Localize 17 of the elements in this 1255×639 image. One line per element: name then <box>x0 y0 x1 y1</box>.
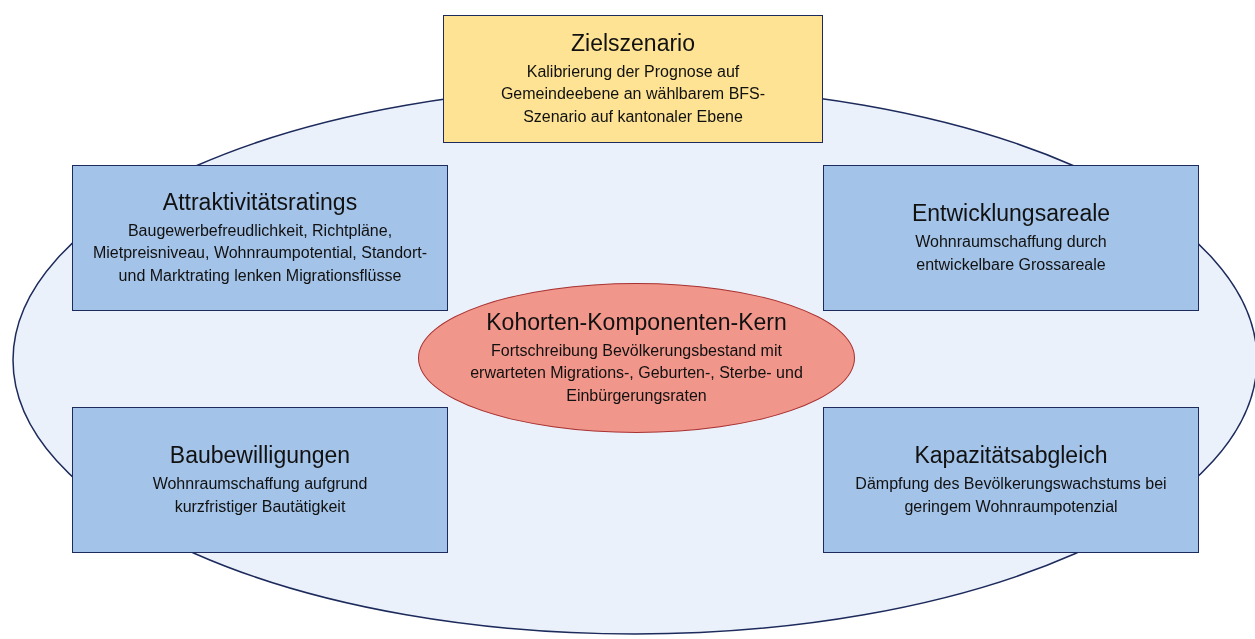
box-heading: Zielszenario <box>571 29 695 57</box>
box-description: Wohnraumschaffung aufgrund kurzfristiger Bautätigkeit <box>151 474 369 517</box>
box-description: Fortschreibung Bevölkerungsbestand mit erwarteten Migrations-, Geburten-, Sterbe- und Einbürgerungsraten <box>469 340 804 406</box>
module-box <box>823 407 1199 553</box>
box-heading: Kapazitätsabgleich <box>914 442 1108 470</box>
box-description: Wohnraumschaffung durch entwickelbare Grossareale <box>914 232 1108 275</box>
box-description: Baugewerbefreudlichkeit, Richtpläne, Mietpreisniveau, Wohnraumpotential, Standort- und Marktrating lenken Migrationsflüsse <box>91 220 429 286</box>
box-description: Kalibrierung der Prognose auf Gemeindeebene an wählbarem BFS-Szenario auf kantonaler Ebene <box>499 61 767 127</box>
box-heading: Entwicklungsareale <box>911 200 1111 228</box>
module-box <box>72 165 448 311</box>
box-heading: Kohorten-Komponenten-Kern <box>486 308 787 336</box>
box-heading: Attraktivitätsratings <box>162 188 358 216</box>
module-box <box>72 407 448 553</box>
scenario-box <box>443 15 823 143</box>
box-heading: Baubewilligungen <box>169 442 351 470</box>
box-description: Dämpfung des Bevölkerungswachstums bei geringem Wohnraumpotenzial <box>854 474 1168 517</box>
module-box <box>823 165 1199 311</box>
